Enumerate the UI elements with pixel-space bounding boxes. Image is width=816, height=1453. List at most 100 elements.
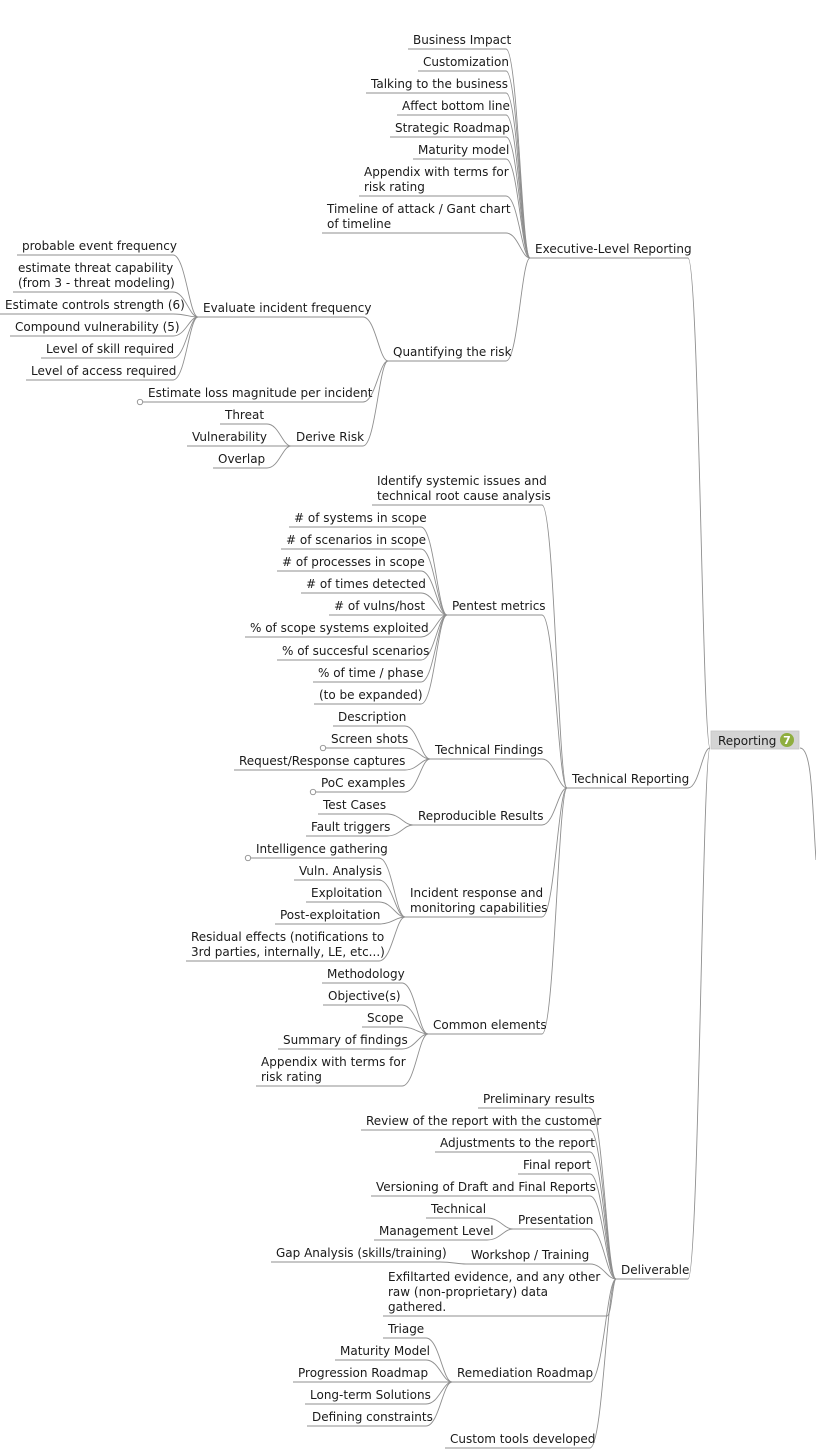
topic-vulnerability[interactable]: Vulnerability xyxy=(187,430,267,447)
topic-derive-risk[interactable]: Derive Risk xyxy=(291,430,364,447)
topic-label: Remediation Roadmap xyxy=(457,1366,593,1380)
topic-label: Technical Findings xyxy=(434,743,543,757)
topic-pm-vulns-host[interactable]: # of vulns/host xyxy=(329,599,425,616)
topic-talking-business[interactable]: Talking to the business xyxy=(366,77,508,94)
topic-probable-event[interactable]: probable event frequency xyxy=(17,239,177,256)
topic-presentation[interactable]: Presentation xyxy=(513,1213,593,1230)
topic-evaluate-freq[interactable]: Evaluate incident frequency xyxy=(198,301,371,318)
topic-maturity-model-rem[interactable]: Maturity Model xyxy=(335,1344,430,1361)
connector-vuln_analysis xyxy=(378,879,406,918)
topic-methodology[interactable]: Methodology xyxy=(322,967,405,984)
topic-description[interactable]: Description xyxy=(333,710,406,727)
topic-preliminary[interactable]: Preliminary results xyxy=(478,1092,595,1109)
connector-tech xyxy=(687,747,711,789)
topic-label: Request/Response captures xyxy=(239,754,405,768)
collapse-toggle-icon[interactable] xyxy=(244,854,252,862)
topic-pm-scenarios[interactable]: # of scenarios in scope xyxy=(281,533,426,550)
topic-final-report[interactable]: Final report xyxy=(518,1158,591,1175)
topic-objectives[interactable]: Objective(s) xyxy=(323,989,402,1006)
topic-long-term[interactable]: Long-term Solutions xyxy=(305,1388,431,1405)
topic-estimate-controls[interactable]: Estimate controls strength (6) xyxy=(0,298,185,315)
topic-summary-findings[interactable]: Summary of findings xyxy=(278,1033,408,1050)
topic-reproducible[interactable]: Reproducible Results xyxy=(413,809,543,826)
topic-affect-bottom-line[interactable]: Affect bottom line xyxy=(397,99,510,116)
collapse-toggle-icon[interactable] xyxy=(319,744,327,752)
topic-label: Presentation xyxy=(518,1213,593,1227)
connector-technical_level xyxy=(486,1217,514,1230)
topic-poc[interactable]: PoC examples xyxy=(309,776,405,796)
topic-label: Preliminary results xyxy=(483,1092,595,1106)
topic-business-impact[interactable]: Business Impact xyxy=(408,33,512,50)
topic-workshop[interactable]: Workshop / Training xyxy=(466,1248,590,1265)
topic-pm-processes[interactable]: # of processes in scope xyxy=(277,555,425,572)
topic-defining-constraints[interactable]: Defining constraints xyxy=(307,1410,433,1427)
topic-label: Screen shots xyxy=(331,732,408,746)
topic-management-level[interactable]: Management Level xyxy=(374,1224,494,1241)
topic-intel-gathering[interactable]: Intelligence gathering xyxy=(244,842,388,862)
collapse-toggle-icon[interactable] xyxy=(136,398,144,406)
topic-adjustments[interactable]: Adjustments to the report xyxy=(435,1136,595,1153)
topic-label: Final report xyxy=(523,1158,591,1172)
topic-maturity-model[interactable]: Maturity model xyxy=(413,143,509,160)
topic-estimate-loss[interactable]: Estimate loss magnitude per incident xyxy=(136,386,373,406)
topics: Executive-Level Reporting Business Impact… xyxy=(0,33,692,1449)
topic-pm-time-phase[interactable]: % of time / phase xyxy=(313,666,424,683)
collapse-toggle-icon[interactable] xyxy=(309,788,317,796)
topic-customization[interactable]: Customization xyxy=(418,55,509,72)
topic-label: Evaluate incident frequency xyxy=(203,301,371,315)
topic-label: Maturity model xyxy=(418,143,509,157)
topic-screen-shots[interactable]: Screen shots xyxy=(319,732,408,752)
connector-estimate_controls xyxy=(172,313,199,318)
topic-label: Exploitation xyxy=(311,886,382,900)
topic-label: Appendix with terms for xyxy=(364,165,509,179)
topic-progression-roadmap[interactable]: Progression Roadmap xyxy=(293,1366,428,1383)
topic-threat[interactable]: Threat xyxy=(220,408,267,425)
topic-technical-level[interactable]: Technical xyxy=(426,1202,487,1219)
connector-appendix_exec xyxy=(505,195,531,259)
topic-remediation[interactable]: Remediation Roadmap xyxy=(452,1366,593,1383)
topic-pentest-metrics[interactable]: Pentest metrics xyxy=(447,599,546,616)
topic-post-exploitation[interactable]: Post-exploitation xyxy=(275,908,380,925)
topic-scope[interactable]: Scope xyxy=(362,1011,404,1028)
topic-vuln-analysis[interactable]: Vuln. Analysis xyxy=(294,864,382,881)
topic-fault-triggers[interactable]: Fault triggers xyxy=(306,820,390,837)
topic-estimate-threat[interactable]: estimate threat capability(from 3 - thre… xyxy=(13,261,175,293)
topic-exploitation[interactable]: Exploitation xyxy=(306,886,382,903)
topic-exec[interactable]: Executive-Level Reporting xyxy=(530,242,692,259)
connector-residual xyxy=(378,916,406,962)
topic-pm-scope-exploited[interactable]: % of scope systems exploited xyxy=(245,621,429,638)
topic-pm-times-detected[interactable]: # of times detected xyxy=(301,577,426,594)
topic-custom-tools[interactable]: Custom tools developed xyxy=(445,1432,595,1449)
topic-strategic-roadmap[interactable]: Strategic Roadmap xyxy=(390,121,510,138)
topic-overlap[interactable]: Overlap xyxy=(213,452,267,469)
topic-test-cases[interactable]: Test Cases xyxy=(318,798,387,815)
topic-req-resp[interactable]: Request/Response captures xyxy=(234,754,405,771)
topic-versioning[interactable]: Versioning of Draft and Final Reports xyxy=(371,1180,596,1197)
topic-tech-findings[interactable]: Technical Findings xyxy=(430,743,543,760)
topic-label: Description xyxy=(338,710,406,724)
topic-tech[interactable]: Technical Reporting xyxy=(567,772,689,789)
child-count-badge xyxy=(780,733,794,747)
topic-deliverable[interactable]: Deliverable xyxy=(616,1263,689,1280)
topic-pm-expanded[interactable]: (to be expanded) xyxy=(314,688,423,705)
topic-quantifying[interactable]: Quantifying the risk xyxy=(388,345,512,362)
topic-gap-analysis[interactable]: Gap Analysis (skills/training) xyxy=(271,1246,447,1263)
topic-review-report[interactable]: Review of the report with the customer xyxy=(361,1114,601,1131)
topic-level-skill[interactable]: Level of skill required xyxy=(41,342,174,359)
topic-common-elements[interactable]: Common elements xyxy=(428,1018,547,1035)
topic-level-access[interactable]: Level of access required xyxy=(26,364,176,381)
topic-triage[interactable]: Triage xyxy=(383,1322,426,1339)
topic-compound-vuln[interactable]: Compound vulnerability (5) xyxy=(10,320,180,337)
connector-maturity_model_rem xyxy=(425,1359,453,1383)
topic-pm-succesful[interactable]: % of succesful scenarios xyxy=(277,644,429,661)
topic-pm-systems[interactable]: # of systems in scope xyxy=(289,511,427,528)
